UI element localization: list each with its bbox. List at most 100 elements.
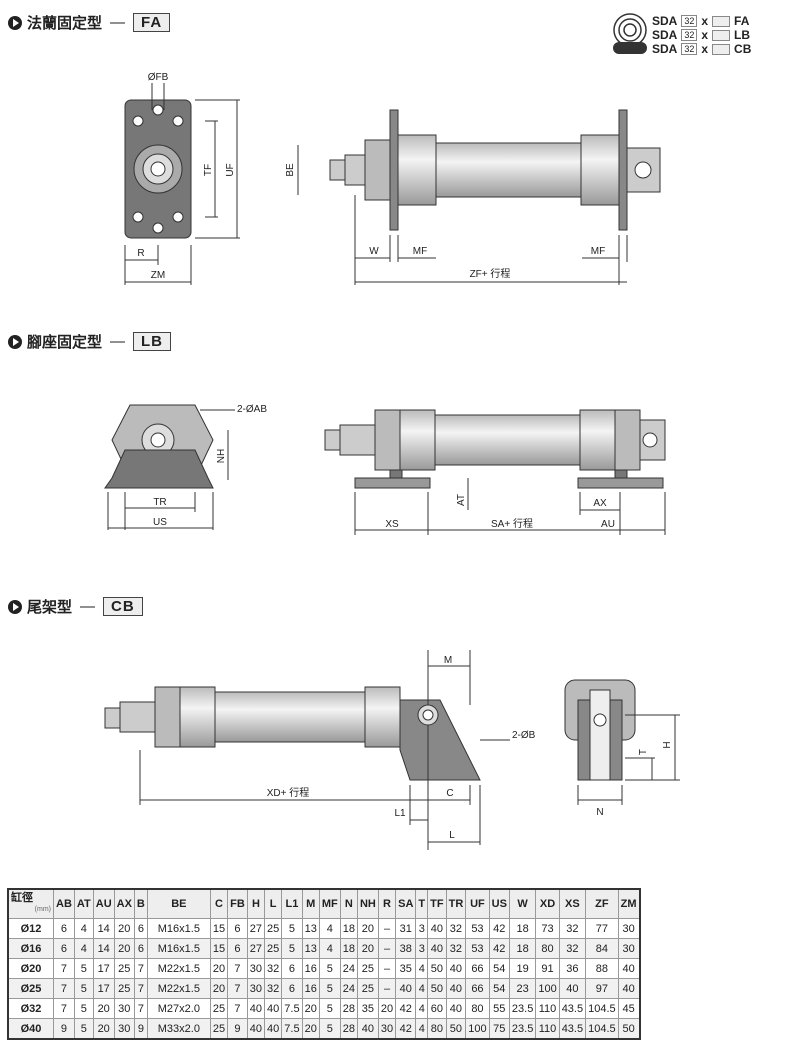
mount-type: LB bbox=[734, 28, 751, 42]
table-cell: 27 bbox=[246, 938, 266, 959]
unit-label: (mm) bbox=[34, 906, 51, 913]
column-header: XD bbox=[535, 888, 560, 919]
column-header: TR bbox=[445, 888, 467, 919]
table-cell: 54 bbox=[488, 958, 510, 979]
bore-box: 32 bbox=[681, 43, 698, 55]
section-code: FA bbox=[133, 13, 171, 32]
dim-label-b: 2-ØB bbox=[512, 730, 536, 741]
column-header: AB bbox=[53, 888, 75, 919]
table-cell: 35 bbox=[395, 958, 417, 979]
table-cell: 19 bbox=[508, 958, 537, 979]
table-cell: 20 bbox=[356, 938, 379, 959]
dim-label-uf: UF bbox=[225, 163, 236, 176]
table-cell: 30 bbox=[617, 918, 641, 939]
dim-label-zm: ZM bbox=[151, 270, 165, 281]
table-cell: 40 bbox=[445, 978, 467, 999]
table-cell: 97 bbox=[585, 978, 619, 999]
table-cell: 40 bbox=[427, 938, 447, 959]
table-cell: 5 bbox=[318, 1018, 341, 1040]
table-cell: 30 bbox=[617, 938, 641, 959]
dim-label-t: T bbox=[638, 749, 649, 755]
dim-label-mf: MF bbox=[591, 246, 605, 257]
table-cell: 4 bbox=[415, 958, 429, 979]
table-cell: 7 bbox=[227, 998, 248, 1019]
table-cell: 80 bbox=[535, 938, 560, 959]
table-cell: 5 bbox=[73, 1018, 94, 1040]
column-header: AU bbox=[92, 888, 115, 919]
table-cell: 66 bbox=[465, 978, 490, 999]
table-cell: 40 bbox=[246, 1018, 266, 1040]
fa-side-view bbox=[297, 109, 661, 285]
table-cell: 5 bbox=[73, 998, 94, 1019]
table-cell: 6 bbox=[227, 938, 248, 959]
table-cell: 7 bbox=[133, 958, 148, 979]
table-cell: 7 bbox=[227, 978, 248, 999]
table-cell: M33x2.0 bbox=[146, 1018, 211, 1040]
table-cell: 25 bbox=[356, 978, 379, 999]
table-cell: 4 bbox=[318, 918, 341, 939]
column-header: BE bbox=[146, 888, 211, 919]
table-cell: – bbox=[377, 958, 397, 979]
table-cell: 23 bbox=[508, 978, 537, 999]
table-cell: – bbox=[377, 918, 397, 939]
table-cell: 80 bbox=[427, 1018, 447, 1040]
table-cell: 42 bbox=[395, 1018, 417, 1040]
table-cell: 50 bbox=[427, 958, 447, 979]
column-header: T bbox=[415, 888, 429, 919]
table-cell: 7 bbox=[133, 978, 148, 999]
table-cell: 9 bbox=[53, 1018, 75, 1040]
column-header: NH bbox=[356, 888, 379, 919]
column-header: L bbox=[264, 888, 283, 919]
dim-label-tr: TR bbox=[153, 497, 166, 508]
table-cell: – bbox=[377, 978, 397, 999]
table-cell: 9 bbox=[133, 1018, 148, 1040]
dim-label-at: AT bbox=[456, 494, 467, 506]
table-cell: 84 bbox=[585, 938, 619, 959]
column-header: AX bbox=[113, 888, 135, 919]
table-cell: 77 bbox=[585, 918, 619, 939]
times: x bbox=[701, 14, 709, 28]
table-cell: 32 bbox=[264, 958, 283, 979]
table-cell: 73 bbox=[535, 918, 560, 939]
table-cell: 6 bbox=[281, 958, 303, 979]
table-cell: 40 bbox=[445, 998, 467, 1019]
table-cell: 4 bbox=[415, 1018, 429, 1040]
table-cell: 4 bbox=[415, 998, 429, 1019]
dash: — bbox=[110, 14, 126, 31]
series: SDA bbox=[652, 42, 678, 56]
table-cell: M27x2.0 bbox=[146, 998, 211, 1019]
play-bullet-icon bbox=[8, 599, 22, 614]
table-cell: 25 bbox=[209, 1018, 229, 1040]
table-cell: 32 bbox=[558, 938, 587, 959]
table-cell: 7.5 bbox=[281, 1018, 303, 1040]
table-cell: 30 bbox=[113, 1018, 135, 1040]
dim-label-au: AU bbox=[601, 519, 615, 530]
table-cell: 50 bbox=[427, 978, 447, 999]
table-cell: 16 bbox=[301, 978, 320, 999]
table-cell: 18 bbox=[339, 938, 358, 959]
mount-type: FA bbox=[734, 14, 750, 28]
table-cell: 40 bbox=[264, 998, 283, 1019]
times: x bbox=[701, 42, 709, 56]
table-cell: 20 bbox=[301, 998, 320, 1019]
table-cell: 32 bbox=[558, 918, 587, 939]
fa-front-view bbox=[124, 83, 240, 285]
table-cell: 20 bbox=[301, 1018, 320, 1040]
table-cell: 6 bbox=[133, 938, 148, 959]
table-cell: 6 bbox=[281, 978, 303, 999]
column-header: H bbox=[246, 888, 266, 919]
table-cell: 50 bbox=[445, 1018, 467, 1040]
table-cell: 25 bbox=[209, 998, 229, 1019]
table-cell: 18 bbox=[339, 918, 358, 939]
blank-box bbox=[712, 43, 731, 55]
table-cell: 40 bbox=[356, 1018, 379, 1040]
dash: — bbox=[80, 598, 96, 615]
table-cell: 40 bbox=[264, 1018, 283, 1040]
table-cell: 15 bbox=[209, 938, 229, 959]
section-heading-lb: 腳座固定型—LB bbox=[8, 331, 172, 352]
